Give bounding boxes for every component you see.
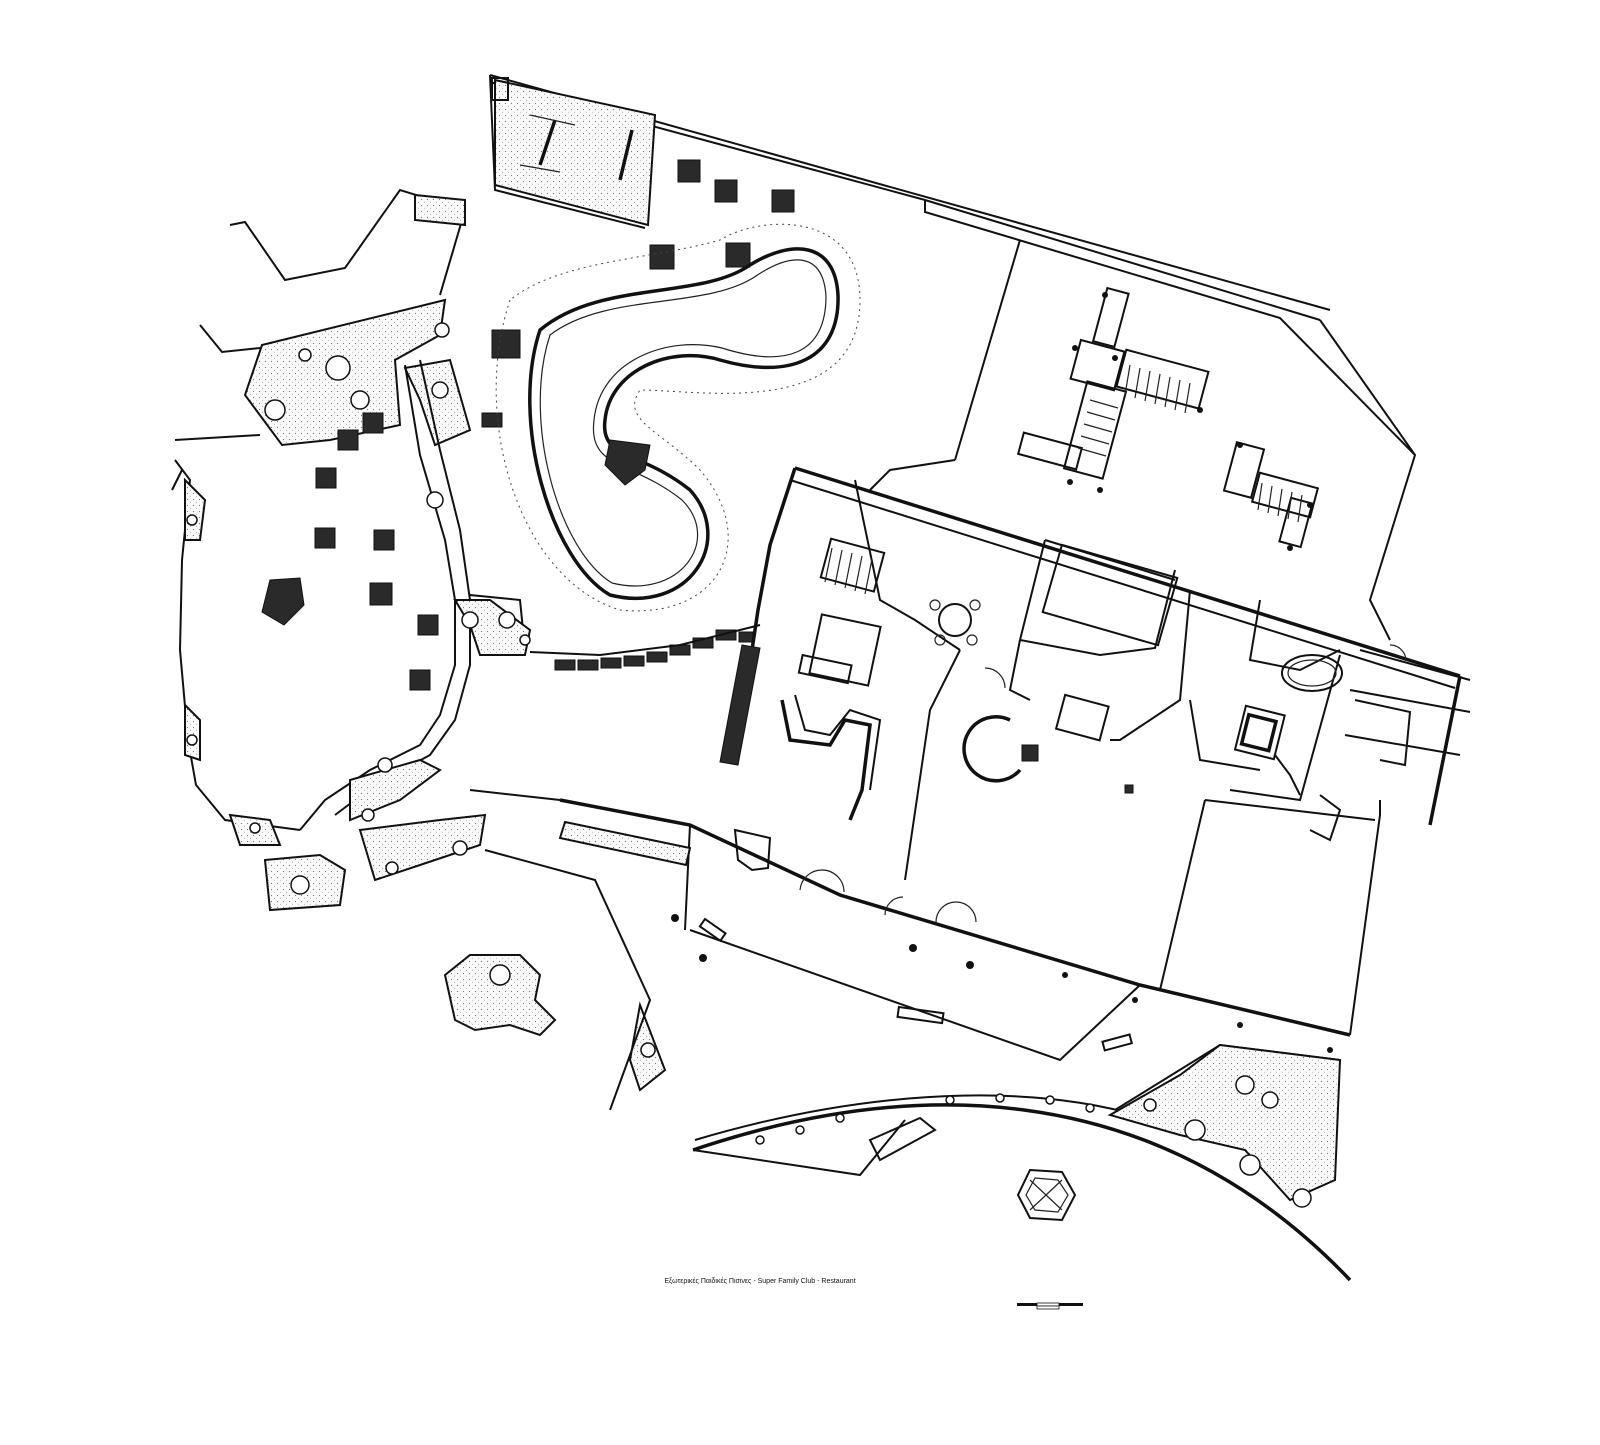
- planter-north-small: [414, 193, 466, 227]
- planter-kidney: [443, 954, 557, 1037]
- west-garden-boundary: [171, 188, 467, 831]
- planter-west-loop-1: [184, 477, 207, 541]
- gazebo: [1016, 1168, 1077, 1222]
- planter-strip-west: [403, 358, 472, 447]
- terrace-structures: [869, 239, 1320, 551]
- south-curves: [469, 789, 1352, 1282]
- hedge-row: [529, 624, 761, 671]
- playground-planters: [649, 159, 795, 270]
- planter-south-facade: [558, 820, 692, 867]
- trees-west: [186, 322, 656, 1058]
- planter-west-loop-2: [184, 702, 201, 762]
- kids-pool: [495, 223, 861, 612]
- trees-southeast: [1143, 1075, 1312, 1208]
- hedge-south-curve: [755, 1093, 1095, 1145]
- planter-southeast: [1107, 1043, 1342, 1202]
- drawing-caption: Εξωτερικές Παιδικές Πισινες - Super Fami…: [664, 1278, 856, 1285]
- playground: [489, 74, 657, 229]
- planter-south-4: [349, 758, 442, 822]
- tree-planters-west: [261, 329, 521, 691]
- scale-bar: [1017, 1302, 1083, 1310]
- main-building: [559, 466, 1471, 1062]
